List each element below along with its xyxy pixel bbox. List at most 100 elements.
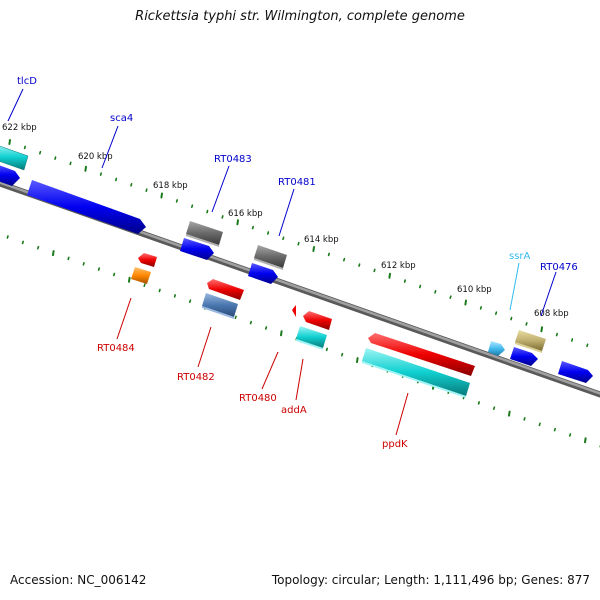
label-tlcD: tlcD xyxy=(17,76,37,87)
label-RT0484: RT0484 xyxy=(97,343,135,354)
gene-addA-red[interactable] xyxy=(303,311,332,330)
scale-tick xyxy=(327,252,331,257)
scale-tick xyxy=(54,156,57,160)
gene-RT0480[interactable] xyxy=(292,305,296,317)
gene-tlcD-adjacent[interactable] xyxy=(0,164,20,186)
scale-tick xyxy=(356,357,359,364)
gene-right-blue[interactable] xyxy=(558,361,593,383)
scale-ticks xyxy=(6,139,600,448)
label-RT0483: RT0483 xyxy=(214,154,252,165)
scale-tick xyxy=(52,250,55,257)
label-RT0480: RT0480 xyxy=(239,393,277,404)
scale-tick xyxy=(84,165,87,172)
scale-tick xyxy=(403,279,407,283)
label-leaders xyxy=(7,88,557,436)
scale-label-618: 618 kbp xyxy=(153,181,188,191)
scale-label-612: 612 kbp xyxy=(381,261,416,271)
scale-tick xyxy=(266,231,270,235)
scale-tick xyxy=(145,188,148,192)
scale-tick xyxy=(342,257,346,262)
scale-tick xyxy=(538,422,541,427)
scale-tick xyxy=(553,427,557,432)
scale-tick xyxy=(234,315,237,320)
label-RT0482: RT0482 xyxy=(177,372,215,383)
label-sca4: sca4 xyxy=(110,113,133,124)
scale-tick xyxy=(23,145,27,150)
scale-tick xyxy=(236,219,239,226)
gene-RT0476-blue[interactable] xyxy=(510,347,538,366)
scale-tick xyxy=(264,326,268,330)
scale-tick xyxy=(206,209,209,214)
scale-tick xyxy=(69,161,72,166)
scale-label-622: 622 kbp xyxy=(2,123,37,133)
scale-tick xyxy=(525,322,528,326)
scale-tick xyxy=(158,288,161,293)
scale-tick xyxy=(418,284,422,289)
scale-tick xyxy=(586,343,589,348)
scale-tick xyxy=(160,192,163,199)
accession-label: Accession: NC_006142 xyxy=(10,573,147,587)
scale-tick xyxy=(67,256,70,261)
scale-tick xyxy=(540,326,543,333)
gene-tlcD[interactable] xyxy=(0,144,29,171)
scale-tick xyxy=(477,401,481,405)
scale-tick xyxy=(36,245,40,250)
gene-sca4[interactable] xyxy=(27,180,146,234)
scale-tick xyxy=(568,433,572,437)
scale-tick xyxy=(99,172,102,176)
scale-tick xyxy=(449,295,452,300)
scale-label-610: 610 kbp xyxy=(457,285,492,295)
scale-tick xyxy=(312,246,315,252)
gene-RT0476[interactable] xyxy=(515,330,546,353)
scale-label-620: 620 kbp xyxy=(78,152,113,162)
gene-addA[interactable] xyxy=(296,326,327,350)
scale-tick xyxy=(130,183,133,187)
label-addA: addA xyxy=(281,405,307,416)
gene-ppdK[interactable] xyxy=(362,348,470,398)
gene-ppdK-red[interactable] xyxy=(368,333,475,376)
scale-tick xyxy=(113,272,116,277)
gene-RT0481[interactable] xyxy=(254,245,287,270)
scale-label-616: 616 kbp xyxy=(228,209,263,219)
scale-label-608: 608 kbp xyxy=(534,309,569,319)
scale-tick xyxy=(555,332,559,337)
gene-RT0482-red[interactable] xyxy=(207,279,244,300)
scale-tick xyxy=(21,240,25,245)
scale-tick xyxy=(8,139,11,145)
label-ppdK: ppdK xyxy=(382,439,408,450)
gene-RT0481-blue[interactable] xyxy=(248,263,278,284)
scale-tick xyxy=(297,241,300,246)
scale-labels: 622 kbp 620 kbp 618 kbp 616 kbp 614 kbp … xyxy=(2,123,569,319)
scale-label-614: 614 kbp xyxy=(304,235,339,245)
scale-tick xyxy=(358,263,361,267)
scale-tick xyxy=(251,225,254,230)
scale-tick xyxy=(38,150,42,155)
scale-tick xyxy=(115,177,118,182)
scale-tick xyxy=(143,283,146,288)
gene-RT0484[interactable] xyxy=(131,267,151,284)
scale-tick xyxy=(479,306,483,310)
scale-tick xyxy=(249,320,252,325)
gene-RT0484-red[interactable] xyxy=(138,253,157,267)
scale-tick xyxy=(464,299,467,306)
scale-tick xyxy=(510,316,513,321)
scale-tick xyxy=(82,261,85,266)
genome-summary: Topology: circular; Length: 1,111,496 bp… xyxy=(271,573,590,587)
scale-tick xyxy=(280,330,283,337)
scale-tick xyxy=(189,299,192,304)
gene-RT0483-blue[interactable] xyxy=(180,238,214,260)
gene-ssrA[interactable] xyxy=(488,341,505,356)
scale-tick xyxy=(373,268,376,273)
scale-tick xyxy=(175,199,178,203)
scale-tick xyxy=(494,311,498,316)
gene-RT0483[interactable] xyxy=(186,221,223,247)
label-RT0481: RT0481 xyxy=(278,177,316,188)
gene-RT0482[interactable] xyxy=(202,293,238,319)
map-title: Rickettsia typhi str. Wilmington, comple… xyxy=(135,9,465,24)
label-ssrA: ssrA xyxy=(509,251,531,262)
scale-tick xyxy=(570,338,574,342)
scale-tick xyxy=(173,294,176,298)
scale-tick xyxy=(340,352,344,357)
scale-tick xyxy=(584,437,587,444)
